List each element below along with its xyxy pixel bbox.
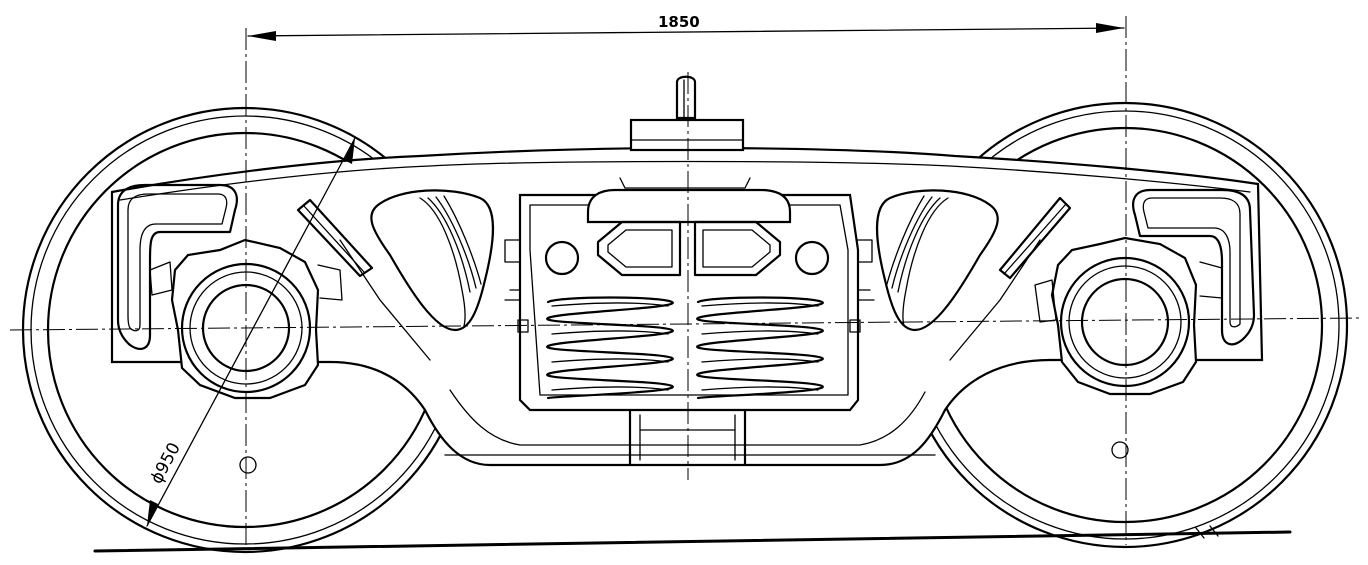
left-wheel-bolt-hole — [239, 456, 257, 474]
spring-seat — [628, 408, 747, 467]
right-axle-box — [1034, 236, 1223, 396]
center-lines — [9, 16, 1361, 545]
wheel-diameter-dimension — [146, 137, 356, 527]
right-wheel-bolt-hole — [1111, 441, 1129, 459]
left-coil-spring — [546, 296, 674, 400]
left-pedestal — [116, 183, 238, 350]
wheelbase-label: 1850 — [658, 13, 700, 31]
right-axle-journal — [1080, 277, 1170, 367]
rail-line — [93, 530, 1292, 553]
right-coil-spring — [696, 296, 824, 400]
spring-nest — [504, 177, 875, 412]
wheel-diameter-label: ϕ950 — [147, 439, 185, 487]
right-pedestal — [1132, 188, 1256, 346]
right-brake-hanger — [998, 196, 1072, 280]
right-frame-window — [875, 189, 999, 332]
left-brake-hanger — [296, 198, 374, 278]
rail-tick-marks — [1195, 525, 1219, 539]
center-pin — [629, 75, 745, 152]
left-frame-window — [370, 189, 495, 332]
wheelbase-dimension — [247, 23, 1125, 41]
